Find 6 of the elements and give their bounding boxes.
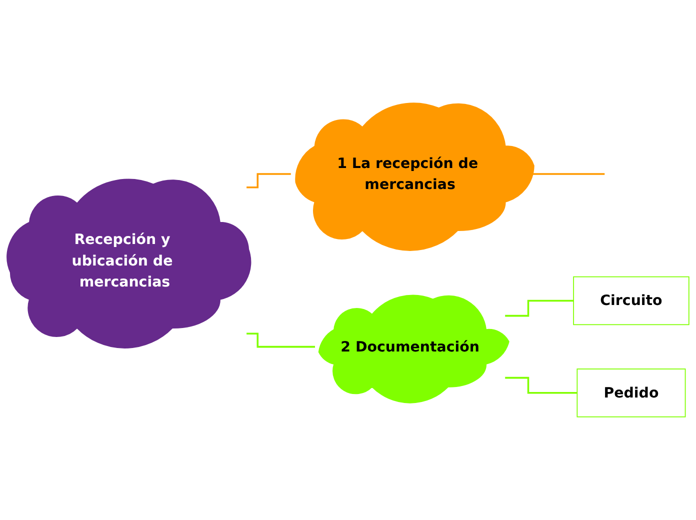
connector	[246, 332, 315, 348]
connector	[505, 376, 578, 394]
node-box: Circuito	[573, 276, 690, 326]
node-box: Pedido	[576, 368, 686, 418]
connector	[246, 173, 291, 188]
connector	[505, 300, 574, 317]
